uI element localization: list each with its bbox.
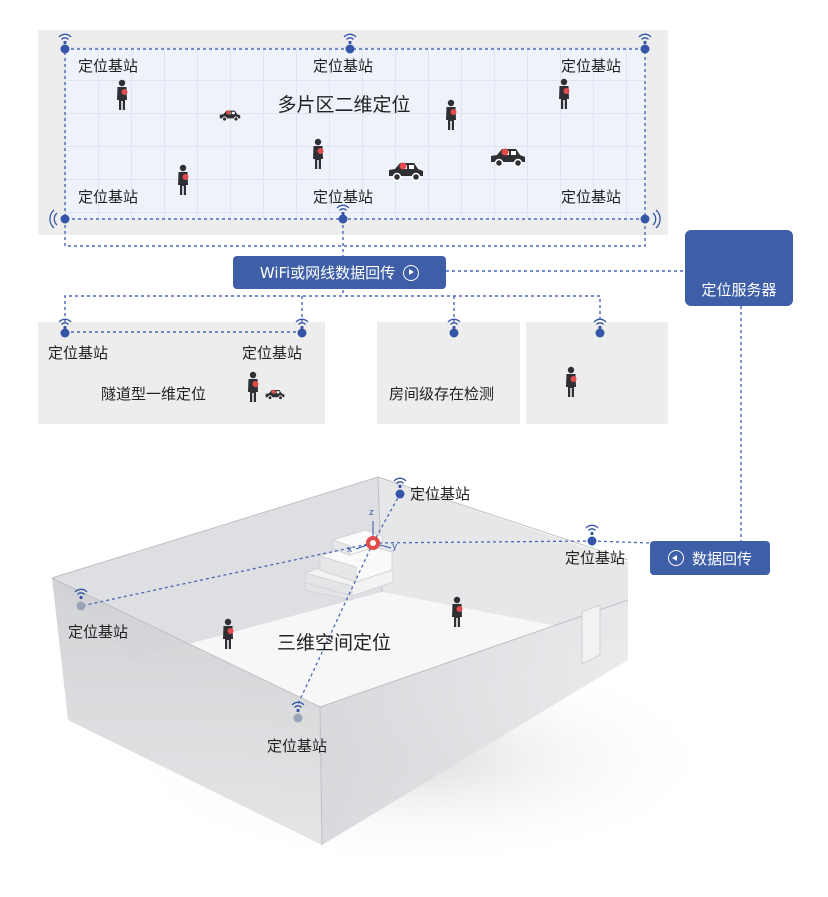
top-connection-lines bbox=[64, 48, 742, 543]
station-label: 定位基站 bbox=[78, 188, 139, 206]
station-label: 定位基站 bbox=[267, 737, 328, 755]
station-label: 定位基站 bbox=[312, 188, 374, 206]
station-label: 定位基站 bbox=[312, 57, 374, 75]
room-presence-panel bbox=[377, 322, 520, 424]
location-server[interactable]: 定位服务器 bbox=[685, 230, 793, 306]
presence-person-icon bbox=[566, 366, 577, 397]
station-label: 定位基站 bbox=[410, 485, 471, 503]
top-station-dots bbox=[60, 44, 650, 338]
tunnel-1d-title: 隧道型一维定位 bbox=[101, 385, 207, 403]
wifi-return-label: WiFi或网线数据回传 bbox=[259, 264, 396, 282]
floor-grid bbox=[65, 47, 645, 219]
station-label: 定位基站 bbox=[48, 344, 109, 362]
station-label: 定位基站 bbox=[68, 623, 129, 641]
tunnel-person-icon bbox=[248, 371, 259, 402]
station-label: 定位基站 bbox=[561, 57, 622, 75]
axis-x-label: x bbox=[347, 545, 353, 555]
server-label: 定位服务器 bbox=[701, 281, 777, 299]
wifi-return-button[interactable]: WiFi或网线数据回传 bbox=[233, 256, 446, 289]
tunnel-cart-icon bbox=[265, 389, 285, 401]
space-3d-title: 三维空间定位 bbox=[276, 632, 392, 654]
multi-zone-2d-title: 多片区二维定位 bbox=[277, 94, 411, 116]
room-presence-title: 房间级存在检测 bbox=[389, 385, 495, 403]
axis-y-label: y bbox=[392, 542, 398, 552]
station-label: 定位基站 bbox=[242, 344, 303, 362]
axis-z-label: z bbox=[369, 508, 374, 518]
station-label: 定位基站 bbox=[78, 57, 139, 75]
tunnel-1d-panel bbox=[38, 322, 325, 424]
station-label: 定位基站 bbox=[565, 549, 626, 567]
station-label: 定位基站 bbox=[561, 188, 622, 206]
play-circle-icon bbox=[403, 264, 420, 281]
back-circle-icon bbox=[667, 550, 684, 566]
data-return-label: 数据回传 bbox=[691, 549, 752, 568]
space-connection-lines bbox=[80, 493, 651, 705]
person-presence-panel bbox=[526, 322, 668, 424]
data-return-button[interactable]: 数据回传 bbox=[650, 541, 770, 575]
